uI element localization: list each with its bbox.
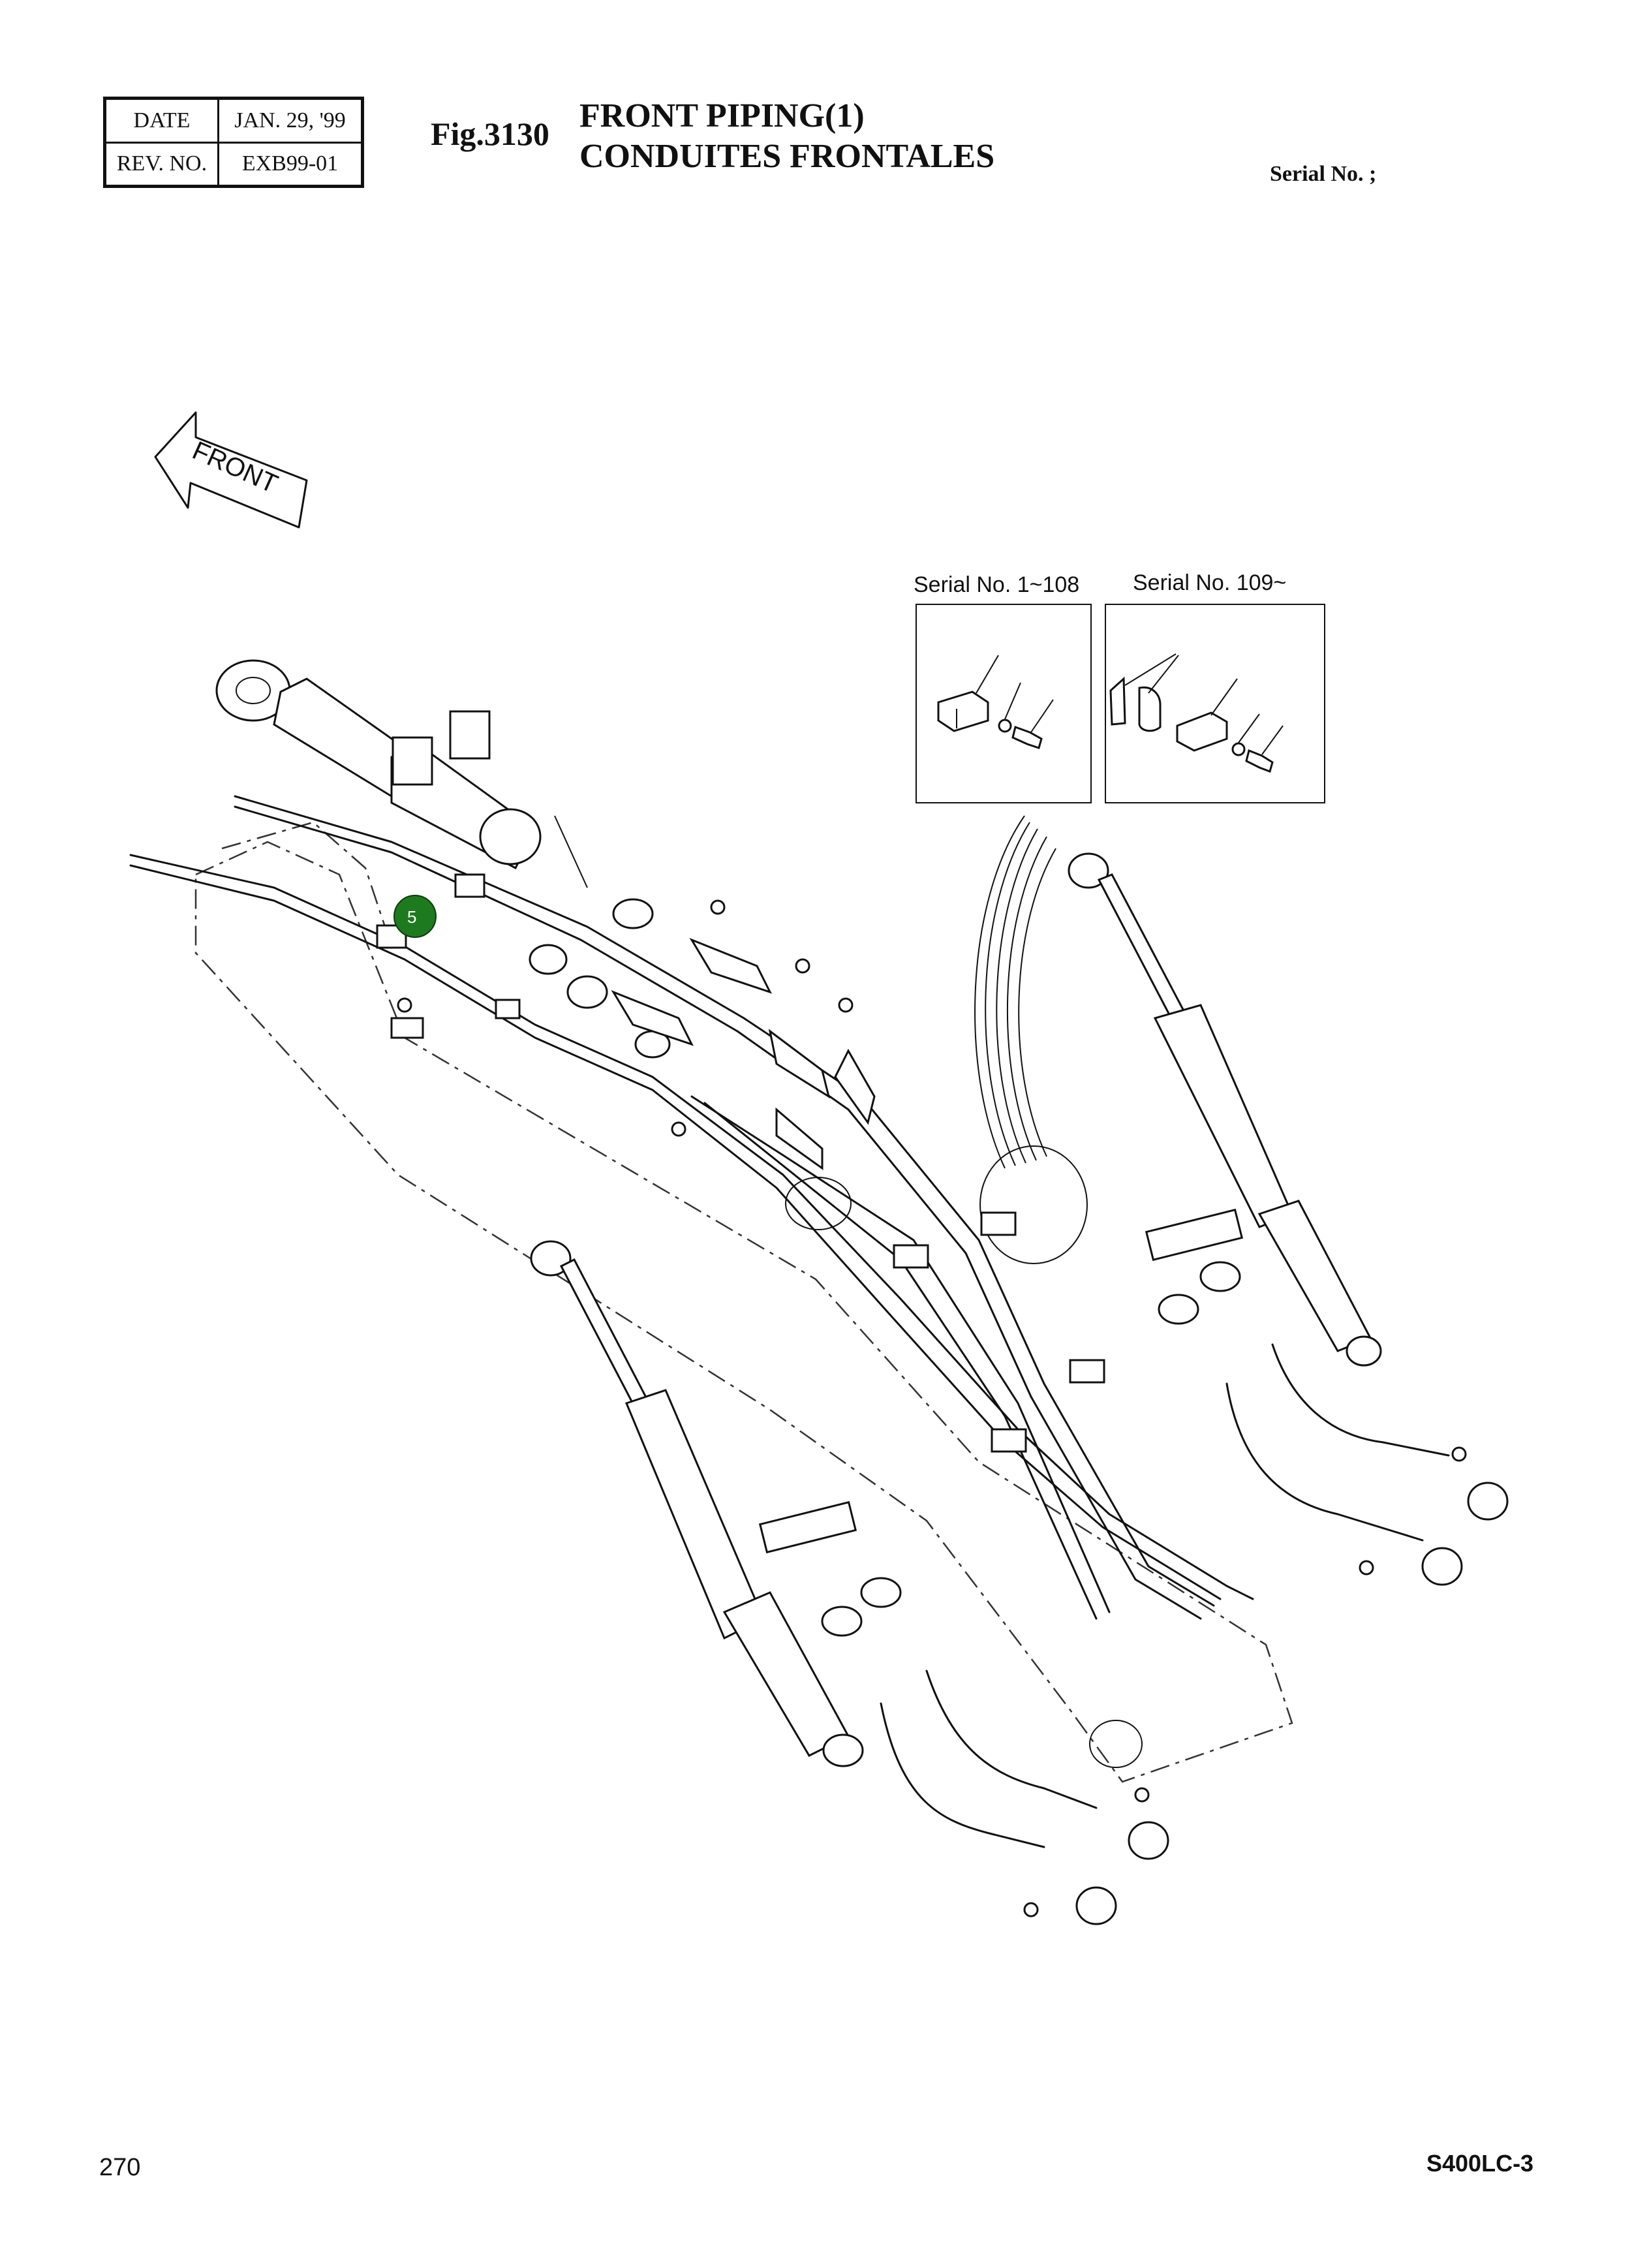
callout-number[interactable]: 5 xyxy=(407,907,416,927)
model-name: S400LC-3 xyxy=(1426,2150,1534,2177)
date-value: JAN. 29, '99 xyxy=(217,97,363,144)
rev-no-label: REV. NO. xyxy=(104,141,219,187)
page-number: 270 xyxy=(99,2154,141,2181)
arm-cylinder-left xyxy=(530,1240,864,1767)
inset-box-serial-1-108 xyxy=(916,604,1092,803)
flange-fittings-upper xyxy=(390,898,876,1170)
date-label: DATE xyxy=(104,97,219,144)
callout-marker[interactable]: 5 xyxy=(393,895,437,938)
rev-no-value: EXB99-01 xyxy=(217,141,363,187)
boom-cylinder-top xyxy=(215,659,588,888)
detail-hatch-lines xyxy=(974,815,1088,1264)
arm-cylinder-right xyxy=(1068,852,1382,1367)
front-arrow-label: FRONT xyxy=(188,436,282,499)
inset-label-serial-1-108: Serial No. 1~108 xyxy=(914,572,1080,597)
inset-box-serial-109 xyxy=(1105,604,1325,803)
hose-assembly-left xyxy=(821,1577,1169,1925)
revision-info-table: DATE JAN. 29, '99 REV. NO. EXB99-01 xyxy=(103,97,364,188)
figure-title-english: FRONT PIPING(1) xyxy=(579,97,865,134)
boom-hose-lines xyxy=(129,795,1254,1620)
figure-title-french: CONDUITES FRONTALES xyxy=(579,138,995,175)
hose-assembly-right xyxy=(1158,1261,1509,1586)
figure-number: Fig.3130 xyxy=(431,116,549,152)
serial-number-header: Serial No. ; xyxy=(1270,162,1377,186)
inset-label-serial-109: Serial No. 109~ xyxy=(1133,570,1287,595)
callout-circle[interactable] xyxy=(393,895,437,938)
front-direction-arrow: FRONT xyxy=(154,411,308,529)
